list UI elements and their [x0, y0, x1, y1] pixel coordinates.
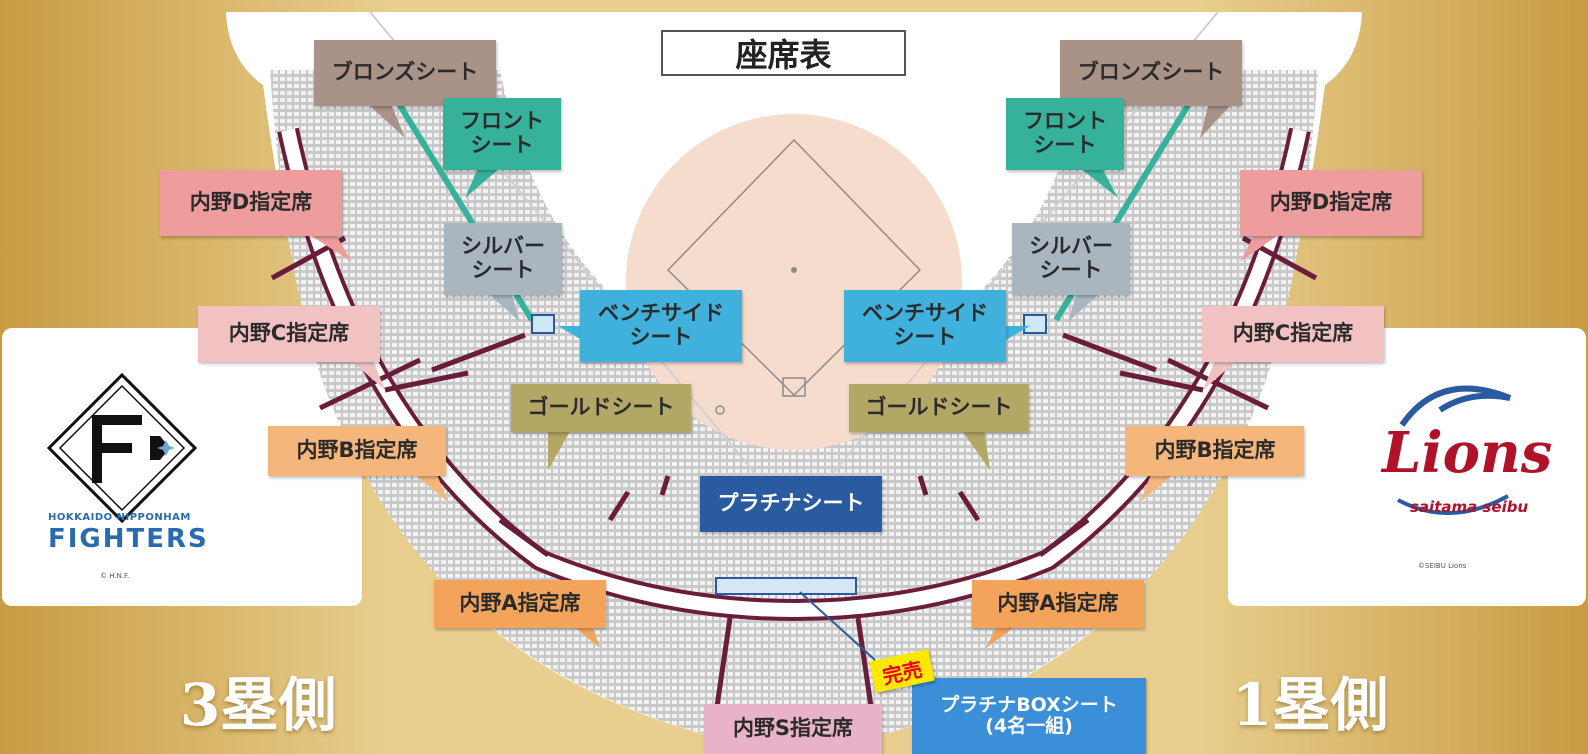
label-front-left-line2: シート: [470, 133, 534, 157]
box-pointer-line: [799, 591, 876, 661]
on-deck-circle: [715, 405, 725, 415]
label-platinum-box-line2: (4名一組): [985, 715, 1073, 737]
label-platinum: プラチナシート: [700, 476, 882, 532]
lions-logo-mark: [1397, 385, 1512, 516]
label-naiya-a-right: 内野A指定席: [972, 580, 1144, 628]
side-label-first-base-text: 1塁側: [1232, 671, 1389, 739]
label-front-right-line2: シート: [1033, 133, 1097, 157]
lions-copyright: ©SEIBU Lions: [1418, 562, 1466, 570]
label-naiya-b-left-text: 内野B指定席: [296, 438, 418, 463]
fighters-copyright: © H.N.F.: [100, 572, 129, 580]
label-front-right-line1: フロント: [1023, 109, 1107, 134]
fighters-name-line1-text: HOKKAIDO NIPPONHAM: [48, 512, 191, 523]
label-bench-right-line2: シート: [893, 325, 957, 349]
fighters-name-line2: FIGHTERS: [48, 524, 209, 554]
side-label-third-base-text: 3塁側: [180, 671, 337, 739]
label-platinum-box: プラチナBOXシート (4名一組): [912, 678, 1146, 754]
label-gold-right: ゴールドシート: [849, 384, 1029, 432]
side-label-first-base: 1塁側: [1232, 658, 1388, 742]
fighters-copyright-text: © H.N.F.: [100, 572, 130, 580]
label-silver-left-line2: シート: [471, 258, 535, 282]
label-bronze-right: ブロンズシート: [1060, 40, 1242, 106]
label-naiya-c-right-text: 内野C指定席: [1232, 321, 1354, 346]
label-gold-right-text: ゴールドシート: [865, 395, 1013, 420]
infield-dirt: [626, 114, 962, 450]
callout-tails: [310, 106, 1278, 648]
lions-script: saitama seibu: [1410, 498, 1528, 516]
label-bench-left-line1: ベンチサイド: [598, 301, 724, 326]
fighters-name-line1: HOKKAIDO NIPPONHAM: [48, 512, 191, 523]
label-bench-left: ベンチサイド シート: [580, 290, 742, 362]
concourse-inner: [281, 128, 1307, 618]
label-naiya-b-right-text: 内野B指定席: [1154, 438, 1276, 463]
label-silver-right: シルバー シート: [1012, 223, 1130, 295]
label-bronze-left-text: ブロンズシート: [331, 60, 479, 85]
label-bronze-left: ブロンズシート: [314, 40, 496, 106]
label-naiya-c-left-text: 内野C指定席: [228, 321, 350, 346]
label-silver-left: シルバー シート: [444, 223, 562, 295]
page-title-text: 座席表: [735, 36, 832, 74]
fighters-logo-panel: [2, 328, 362, 606]
fighters-logo-mark: [46, 372, 198, 524]
label-naiya-d-left-text: 内野D指定席: [189, 190, 313, 215]
label-bench-left-line2: シート: [629, 325, 693, 349]
label-naiya-a-left-text: 内野A指定席: [459, 591, 581, 616]
label-naiya-d-right: 内野D指定席: [1240, 170, 1422, 236]
label-naiya-c-left: 内野C指定席: [198, 306, 380, 362]
label-platinum-box-line1: プラチナBOXシート: [940, 693, 1118, 716]
bench-box-right: [1023, 314, 1047, 334]
bench-box-left: [531, 314, 555, 334]
platinum-box-strip: [715, 577, 857, 595]
label-naiya-b-left: 内野B指定席: [268, 426, 446, 476]
label-bench-right: ベンチサイド シート: [844, 290, 1006, 362]
label-naiya-b-right: 内野B指定席: [1126, 426, 1304, 476]
label-front-left: フロント シート: [443, 98, 561, 170]
lions-copyright-text: ©SEIBU Lions: [1418, 562, 1467, 570]
label-naiya-a-left: 内野A指定席: [434, 580, 606, 628]
side-label-third-base: 3塁側: [180, 658, 336, 742]
lions-wordmark: Lions: [1382, 420, 1552, 486]
label-silver-right-line1: シルバー: [1029, 234, 1113, 259]
page-title: 座席表: [661, 30, 906, 76]
baseball-diamond: [666, 138, 922, 397]
label-platinum-text: プラチナシート: [717, 491, 865, 516]
label-silver-right-line2: シート: [1039, 258, 1103, 282]
label-naiya-s: 内野S指定席: [704, 704, 882, 754]
soldout-badge-text: 完売: [880, 656, 925, 689]
pitcher-mound: [791, 267, 797, 273]
label-naiya-s-text: 内野S指定席: [732, 716, 854, 741]
label-naiya-a-right-text: 内野A指定席: [997, 591, 1119, 616]
label-gold-left-text: ゴールドシート: [527, 395, 675, 420]
label-naiya-d-left: 内野D指定席: [160, 170, 342, 236]
label-naiya-d-right-text: 内野D指定席: [1269, 190, 1393, 215]
lions-script-2: seibu: [1482, 498, 1529, 516]
label-naiya-c-right: 内野C指定席: [1202, 306, 1384, 362]
label-silver-left-line1: シルバー: [461, 234, 545, 259]
home-plate-area: [782, 377, 806, 397]
lions-wordmark-text: Lions: [1382, 420, 1553, 486]
lions-script-1: saitama: [1410, 498, 1478, 516]
label-bronze-right-text: ブロンズシート: [1077, 60, 1225, 85]
label-bench-right-line1: ベンチサイド: [862, 301, 988, 326]
label-gold-left: ゴールドシート: [511, 384, 691, 432]
fighters-name-line2-text: FIGHTERS: [48, 524, 209, 554]
label-front-right: フロント シート: [1006, 98, 1124, 170]
label-front-left-line1: フロント: [460, 109, 544, 134]
